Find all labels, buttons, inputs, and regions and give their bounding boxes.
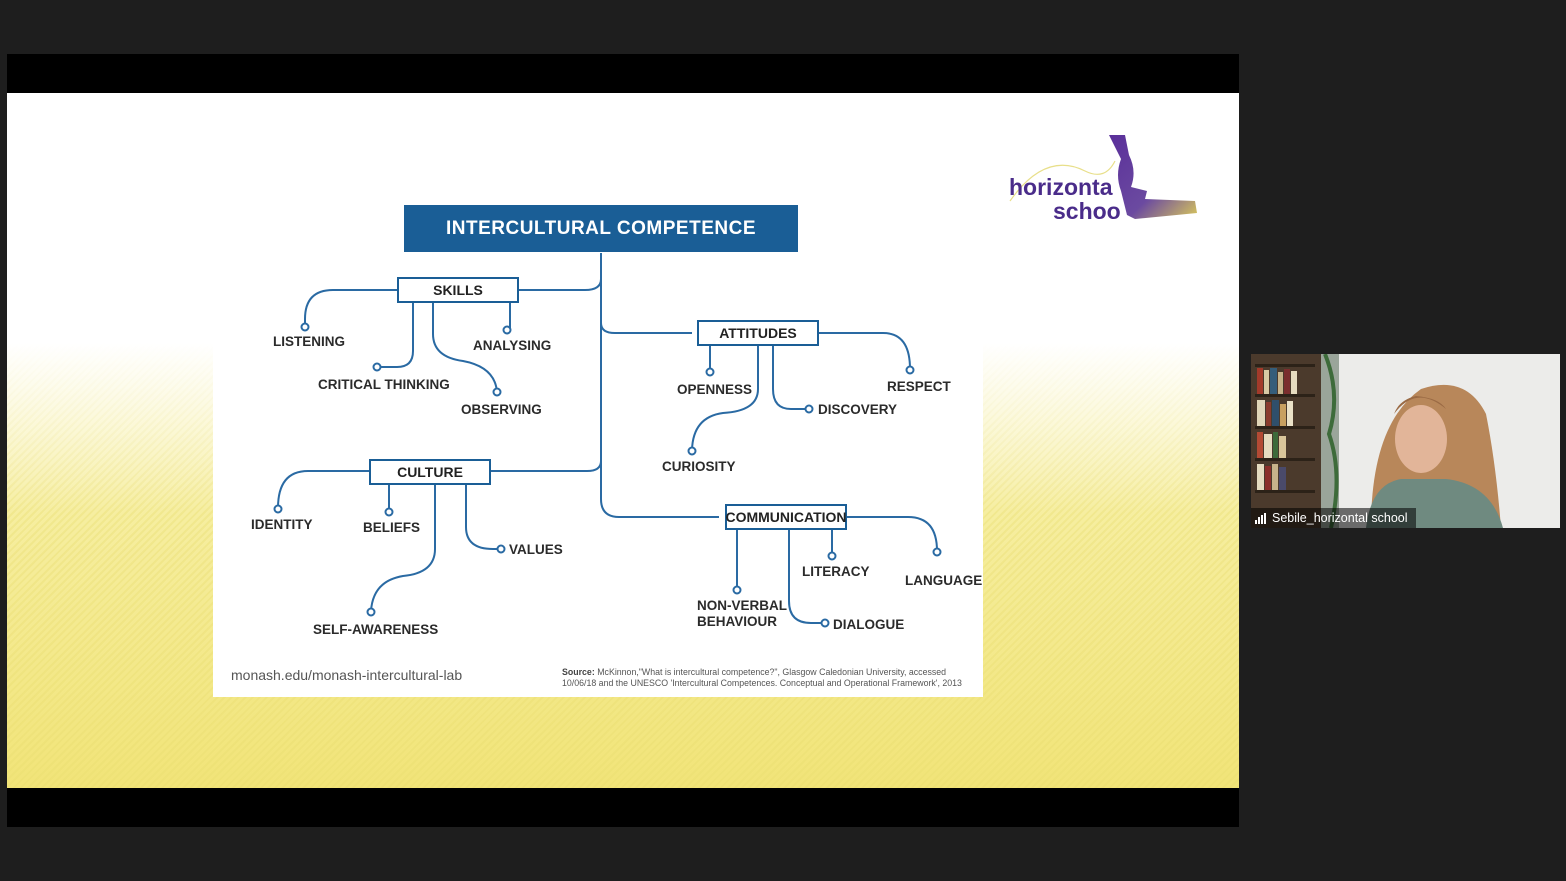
leaf-literacy: LITERACY bbox=[802, 564, 870, 579]
leaf-observing: OBSERVING bbox=[461, 402, 542, 417]
logo-wordmark: horizonta schoo bbox=[1009, 175, 1121, 223]
diagram-connectors bbox=[273, 253, 942, 628]
leaf-identity: IDENTITY bbox=[251, 517, 313, 532]
participant-name: Sebile_horizontal school bbox=[1272, 511, 1408, 525]
node-communication: COMMUNICATION bbox=[725, 504, 847, 530]
bookshelf-image bbox=[1255, 364, 1315, 493]
leaf-discovery: DISCOVERY bbox=[818, 402, 898, 417]
leaf-listening: LISTENING bbox=[273, 334, 346, 349]
source-text: McKinnon,"What is intercultural competen… bbox=[562, 667, 962, 688]
presentation-slide: INTERCULTURAL COMPETENCE bbox=[7, 93, 1239, 788]
leaf-beliefs: BELIEFS bbox=[363, 520, 421, 535]
node-skills: SKILLS bbox=[397, 277, 519, 303]
logo-line1: horizonta bbox=[1009, 174, 1113, 200]
diagram-title: INTERCULTURAL COMPETENCE bbox=[404, 205, 798, 252]
leaf-language: LANGUAGE bbox=[905, 573, 983, 588]
leaf-self-awareness: SELF-AWARENESS bbox=[313, 622, 439, 637]
source-citation: Source: McKinnon,"What is intercultural … bbox=[562, 667, 977, 689]
participant-video-frame bbox=[1251, 354, 1560, 528]
leaf-analysing: ANALYSING bbox=[473, 338, 552, 353]
leaf-values: VALUES bbox=[509, 542, 563, 557]
leaf-curiosity: CURIOSITY bbox=[662, 459, 736, 474]
leaf-critical-thinking: CRITICAL THINKING bbox=[318, 377, 450, 392]
competence-diagram: INTERCULTURAL COMPETENCE bbox=[213, 199, 983, 697]
participant-name-label: Sebile_horizontal school bbox=[1251, 508, 1416, 528]
leaf-non-verbal: NON-VERBAL bbox=[697, 598, 787, 613]
leaf-respect: RESPECT bbox=[887, 379, 951, 394]
source-url: monash.edu/monash-intercultural-lab bbox=[231, 667, 463, 683]
leaf-behaviour: BEHAVIOUR bbox=[697, 614, 778, 629]
leaf-dialogue: DIALOGUE bbox=[833, 617, 905, 632]
logo-mark-icon bbox=[1009, 135, 1197, 219]
horizontal-school-logo: horizonta schoo bbox=[1005, 131, 1200, 231]
leaf-openness: OPENNESS bbox=[677, 382, 753, 397]
signal-strength-icon bbox=[1255, 512, 1267, 524]
node-culture: CULTURE bbox=[369, 459, 491, 485]
participant-video-tile[interactable]: Sebile_horizontal school bbox=[1251, 354, 1560, 528]
logo-line2: schoo bbox=[1053, 198, 1121, 224]
node-attitudes: ATTITUDES bbox=[697, 320, 819, 346]
source-label: Source: bbox=[562, 667, 595, 677]
